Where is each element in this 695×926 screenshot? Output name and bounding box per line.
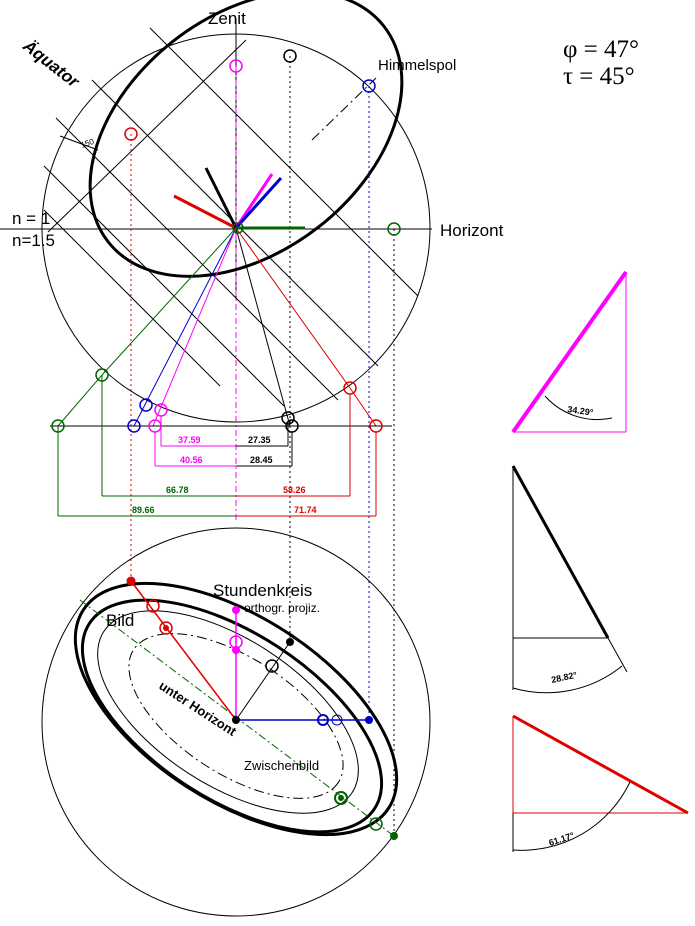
green-ring-2 bbox=[369, 817, 383, 831]
horizon-label: Horizont bbox=[440, 221, 504, 240]
black-dot bbox=[286, 638, 294, 646]
red-dot bbox=[126, 576, 136, 586]
tau-label: τ = 45° bbox=[563, 63, 635, 90]
blue-dot bbox=[365, 716, 373, 724]
blue-base-marker bbox=[127, 419, 141, 433]
angle-arc-3 bbox=[512, 781, 631, 851]
magenta-hypotenuse bbox=[511, 270, 628, 434]
angle-arc-1 bbox=[544, 395, 613, 421]
blue-ring-2 bbox=[331, 714, 343, 726]
blue-marker bbox=[362, 79, 376, 93]
red-ring-2-dot bbox=[163, 625, 169, 631]
triangle-red: 61.17° bbox=[512, 714, 689, 852]
black-thick-ray bbox=[204, 167, 238, 229]
angle-label-3: 61.17° bbox=[548, 830, 576, 848]
magenta-ray bbox=[152, 227, 237, 427]
image-label: Bild bbox=[106, 611, 134, 630]
black-hypotenuse bbox=[511, 465, 610, 639]
zenith-label: Zenit bbox=[208, 9, 246, 28]
blue-thick-ray bbox=[234, 176, 283, 230]
triangle-black: 28.82° bbox=[511, 465, 628, 694]
red-thick-ray bbox=[173, 194, 237, 230]
image-center-dot bbox=[232, 716, 240, 724]
celestial-pole-label: Himmelspol bbox=[378, 57, 456, 74]
image-ellipse-inner bbox=[80, 598, 384, 834]
tick-label-150: 150 bbox=[80, 137, 96, 150]
equator-label: Äquator bbox=[19, 36, 84, 93]
red-image-line bbox=[130, 580, 237, 721]
orthographic-label: orthogr. projiz. bbox=[244, 601, 320, 615]
angle-label-2: 28.82° bbox=[550, 670, 578, 685]
dim-label-2: 27.35 bbox=[248, 435, 271, 445]
lower-sphere bbox=[41, 527, 431, 917]
black-ring bbox=[265, 659, 279, 673]
measurement-baseline: 37.59 27.35 40.56 28.45 66.78 58.26 89.6… bbox=[50, 375, 392, 517]
axis-line bbox=[47, 39, 247, 233]
pole-axis bbox=[311, 77, 377, 141]
red-ring-1 bbox=[146, 599, 160, 613]
green-ray bbox=[101, 227, 237, 376]
red-hypotenuse bbox=[512, 714, 689, 815]
magenta-marker bbox=[229, 59, 243, 73]
center-marker bbox=[232, 222, 244, 234]
black-ray bbox=[235, 227, 291, 427]
red-ray bbox=[235, 227, 351, 389]
red-marker bbox=[124, 127, 138, 141]
dim-label-3: 40.56 bbox=[180, 455, 203, 465]
blue-ray bbox=[133, 227, 237, 427]
black-image-line bbox=[235, 641, 291, 721]
n1-label: n = 1 bbox=[12, 209, 50, 228]
black-marker bbox=[283, 49, 297, 63]
below-horizon-ellipse bbox=[128, 633, 344, 799]
green-ring-dot bbox=[338, 795, 344, 801]
dim-label-8: 71.74 bbox=[294, 505, 317, 515]
dim-label-5: 66.78 bbox=[166, 485, 189, 495]
phi-label: φ = 47° bbox=[563, 36, 639, 63]
magenta-thick-ray bbox=[234, 173, 274, 229]
hour-circle-label: Stundenkreis bbox=[213, 581, 312, 600]
blue-marker-lower bbox=[139, 398, 153, 412]
n15-label: n=1.5 bbox=[12, 231, 55, 250]
triangle-magenta: 34.29° bbox=[511, 270, 628, 434]
intermediate-image-label: Zwischenbild bbox=[244, 758, 319, 773]
angle-label-1: 34.29° bbox=[567, 404, 595, 418]
intermediate-ellipse bbox=[97, 610, 359, 814]
upper-sphere bbox=[0, 0, 432, 836]
dim-label-6: 58.26 bbox=[283, 485, 306, 495]
blue-ring bbox=[317, 714, 329, 726]
green-ring bbox=[334, 791, 348, 805]
red-ring-2 bbox=[159, 621, 173, 635]
angle-arc-2 bbox=[512, 665, 623, 694]
dim-label-1: 37.59 bbox=[178, 435, 201, 445]
lower-sphere-circle bbox=[41, 527, 431, 917]
dim-label-4: 28.45 bbox=[250, 455, 273, 465]
tick-mark bbox=[59, 135, 99, 151]
green-marker bbox=[387, 222, 401, 236]
green-dot bbox=[390, 832, 398, 840]
dim-label-7: 89.66 bbox=[132, 505, 155, 515]
magenta-dot bbox=[232, 606, 240, 614]
equator-ellipse bbox=[88, 0, 404, 278]
magenta-dot-2 bbox=[232, 646, 240, 654]
